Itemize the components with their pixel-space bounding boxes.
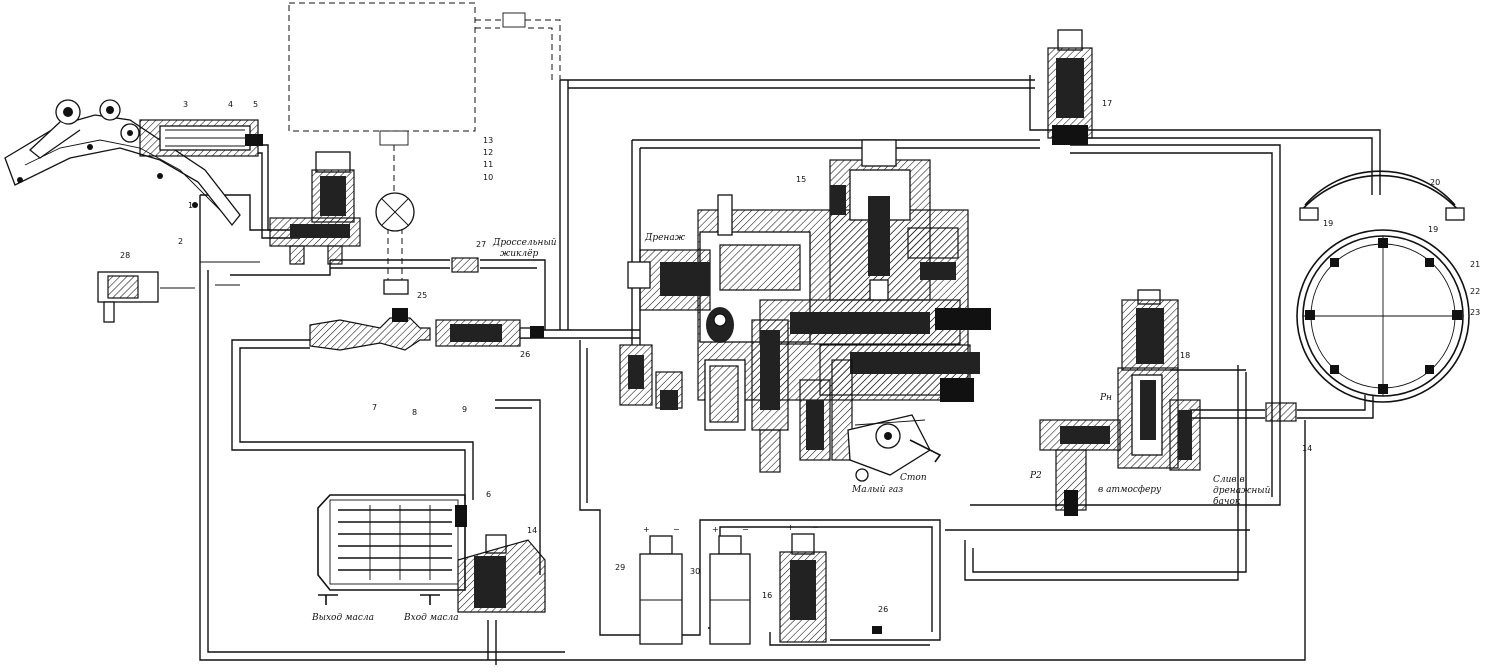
- valve-unit-5: [269, 151, 361, 265]
- part-number-14-filter: 14: [1302, 444, 1312, 453]
- part-number-20: 20: [1430, 178, 1440, 187]
- part-number-15: 15: [796, 175, 806, 184]
- part-number-21: 21: [1470, 260, 1480, 269]
- drain-label: Дренаж: [644, 233, 686, 243]
- oil-inlet-label: Вход масла: [403, 613, 459, 623]
- part-number-4: 4: [228, 100, 233, 109]
- oil-cooler-8: [317, 494, 467, 605]
- part-number-26-top: 26: [520, 350, 530, 359]
- drain-tank-label-line1: Слив в: [1213, 475, 1245, 485]
- throttle-jet-label-line2: жиклёр: [500, 249, 538, 259]
- part-number-19-left: 19: [1323, 219, 1333, 228]
- filter-24: [1265, 402, 1297, 422]
- part-number-labels: 1 2 3 4 5 6 7 8 9 10 11 12 13 14 14 15 1…: [120, 99, 1480, 614]
- part-number-18: 18: [1180, 351, 1190, 360]
- part-number-28: 28: [120, 251, 130, 260]
- fuel-tank: [288, 2, 561, 280]
- part-number-1: 1: [188, 201, 193, 210]
- oil-outlet-label: Выход масла: [311, 613, 374, 623]
- pressure-p2-label: P2: [1029, 471, 1042, 481]
- part-number-2: 2: [178, 237, 183, 246]
- terminal-minus-30: −: [742, 525, 749, 534]
- part-number-26-bottom: 26: [878, 605, 888, 614]
- part-number-29: 29: [615, 563, 625, 572]
- ejector-7: [309, 279, 431, 351]
- part-number-27: 27: [476, 240, 486, 249]
- pressure-pn-label: Pн: [1099, 393, 1112, 403]
- terminal-plus-30: +: [712, 525, 719, 534]
- terminal-plus-29: +: [643, 525, 650, 534]
- part-number-17: 17: [1102, 99, 1112, 108]
- part-number-6: 6: [486, 490, 491, 499]
- manifold-rings-20-23: [1296, 170, 1470, 403]
- terminal-minus-29: −: [673, 525, 680, 534]
- part-number-8: 8: [412, 408, 417, 417]
- part-number-3: 3: [183, 100, 188, 109]
- text-labels: Дроссельный жиклёр Дренаж Малый газ Стоп…: [311, 233, 1271, 623]
- fuel-filter-10: [375, 192, 415, 232]
- to-atmosphere-label: в атмосферу: [1098, 485, 1162, 495]
- part-number-11: 11: [483, 160, 493, 169]
- part-number-16: 16: [762, 591, 772, 600]
- regulator-18: [1039, 289, 1201, 516]
- part-number-12: 12: [483, 148, 493, 157]
- terminal-minus-16: −: [812, 523, 819, 532]
- valve-unit-17: [1047, 29, 1093, 145]
- part-number-14-pump: 14: [527, 526, 537, 535]
- solenoid-30: [709, 535, 751, 645]
- solenoid-16: [779, 533, 827, 643]
- part-number-5: 5: [253, 100, 258, 109]
- control-linkage-1-4: [4, 99, 263, 227]
- throttle-jet-27: [451, 257, 479, 273]
- part-number-22: 22: [1470, 287, 1480, 296]
- part-number-7: 7: [372, 403, 377, 412]
- part-number-19-right: 19: [1428, 225, 1438, 234]
- part-number-9: 9: [462, 405, 467, 414]
- part-number-30: 30: [690, 567, 700, 576]
- pump-14: [457, 534, 546, 613]
- throttle-jet-label-line1: Дроссельный: [492, 238, 557, 248]
- part-number-23: 23: [1470, 308, 1480, 317]
- part-number-10: 10: [483, 173, 493, 182]
- part-number-13: 13: [483, 136, 493, 145]
- solenoid-29: [639, 535, 683, 645]
- part-number-25: 25: [417, 291, 427, 300]
- fuel-control-unit-15: [619, 139, 991, 482]
- terminal-plus-16: +: [787, 523, 794, 532]
- stop-label: Стоп: [900, 473, 927, 483]
- drain-tank-label-line3: бачок: [1213, 496, 1241, 507]
- drain-tank-label-line2: дренажный: [1213, 486, 1271, 496]
- sensor-28: [97, 271, 159, 323]
- jet-26-bottom: [872, 626, 882, 634]
- fuel-pump-9: [435, 319, 533, 347]
- jet-26-top: [530, 326, 544, 338]
- idle-label: Малый газ: [851, 485, 903, 495]
